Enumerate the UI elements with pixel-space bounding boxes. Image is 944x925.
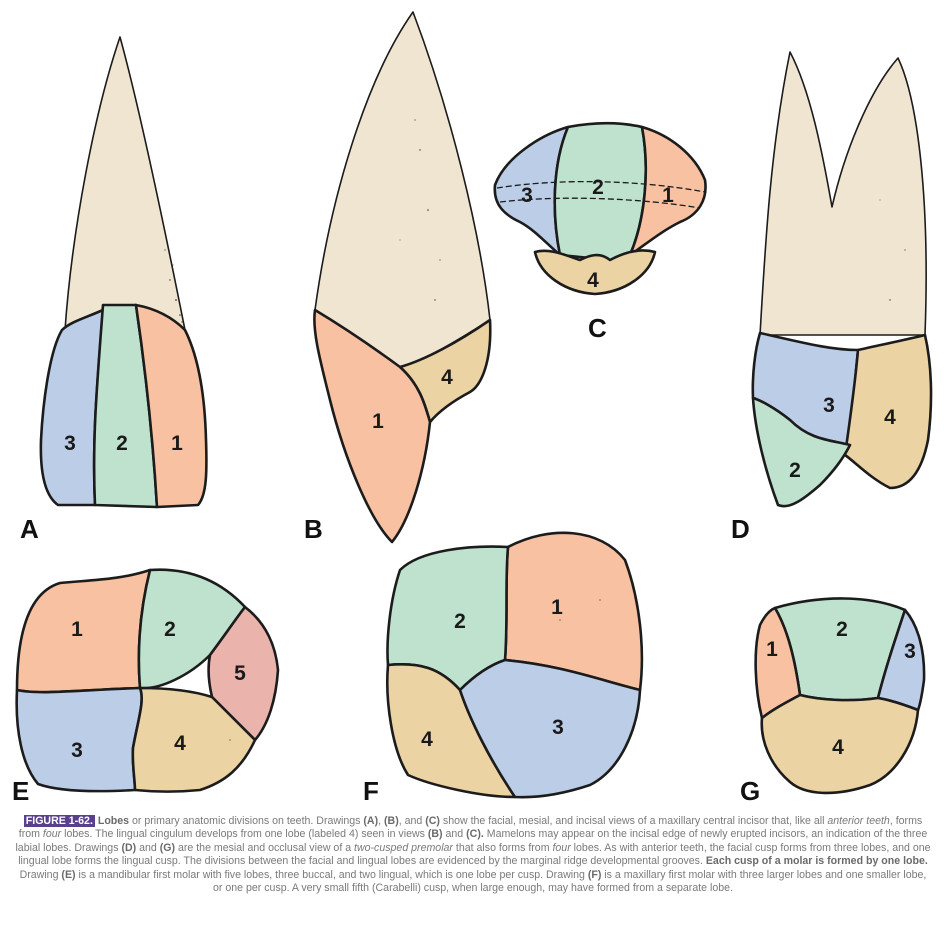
f-lobe-1-label: 1 (551, 596, 563, 619)
a-lobe-3-label: 3 (64, 432, 76, 455)
panel-a-incisor-facial (39, 36, 208, 509)
a-root (64, 36, 186, 331)
e-lobe-4-label: 4 (174, 732, 186, 755)
g-lobe-3-label: 3 (904, 640, 916, 663)
c-lobe-2-label: 2 (592, 176, 604, 199)
panel-f-maxillary-molar (386, 531, 644, 799)
figure-illustration: 3 2 1 1 4 3 2 1 4 3 4 2 1 2 5 3 4 2 1 4 … (12, 11, 933, 806)
d-lobe-4 (843, 333, 933, 490)
f-lobe-2-label: 2 (454, 610, 466, 633)
figure-label-badge: FIGURE 1-62. (23, 815, 95, 827)
e-lobe-2-label: 2 (164, 618, 176, 641)
panel-e-mandibular-molar (15, 568, 280, 793)
panel-g-premolar-occlusal (754, 597, 926, 795)
b-root (314, 11, 491, 368)
c-lobe-3-label: 3 (521, 184, 533, 207)
g-lobe-2-label: 2 (836, 618, 848, 641)
panel-letter-a: A (20, 514, 39, 544)
f-lobe-3 (458, 658, 642, 799)
a-lobe-1-label: 1 (171, 432, 183, 455)
g-lobe-1-label: 1 (766, 638, 778, 661)
e-lobe-1-label: 1 (71, 618, 83, 641)
root-stipple (164, 119, 906, 741)
figure-caption: FIGURE 1-62. Lobes or primary anatomic d… (15, 815, 931, 895)
panel-d-premolar-mesial (751, 51, 933, 508)
panel-c-incisor-incisal (493, 121, 707, 296)
d-crown-roots (759, 51, 927, 336)
e-lobe-3-label: 3 (71, 739, 83, 762)
d-lobe-2 (751, 396, 852, 508)
a-lobe-2-label: 2 (116, 432, 128, 455)
d-lobe-4-label: 4 (884, 406, 896, 429)
g-lobe-4 (760, 693, 920, 795)
panel-letter-d: D (731, 514, 750, 544)
g-lobe-4-label: 4 (832, 736, 844, 759)
b-lobe-1 (313, 308, 432, 544)
f-lobe-4-label: 4 (421, 728, 433, 751)
panel-letter-b: B (304, 514, 323, 544)
panel-letter-c: C (588, 313, 607, 343)
c-lobe-1 (628, 125, 707, 257)
panel-letter-e: E (12, 776, 29, 806)
c-lobe-4 (533, 249, 657, 296)
c-lobe-1-label: 1 (662, 184, 674, 207)
e-lobe-1 (15, 568, 152, 694)
panel-letter-f: F (363, 776, 379, 806)
b-lobe-1-label: 1 (372, 410, 384, 433)
b-lobe-4-label: 4 (441, 366, 453, 389)
e-lobe-4 (131, 686, 257, 793)
panel-b-incisor-mesial (313, 11, 492, 544)
e-lobe-5-label: 5 (234, 662, 246, 685)
c-lobe-4-label: 4 (587, 269, 599, 292)
f-lobe-3-label: 3 (552, 716, 564, 739)
d-lobe-3-label: 3 (823, 394, 835, 417)
panel-letter-g: G (740, 776, 760, 806)
d-lobe-2-label: 2 (789, 459, 801, 482)
a-lobe-1 (134, 303, 208, 509)
